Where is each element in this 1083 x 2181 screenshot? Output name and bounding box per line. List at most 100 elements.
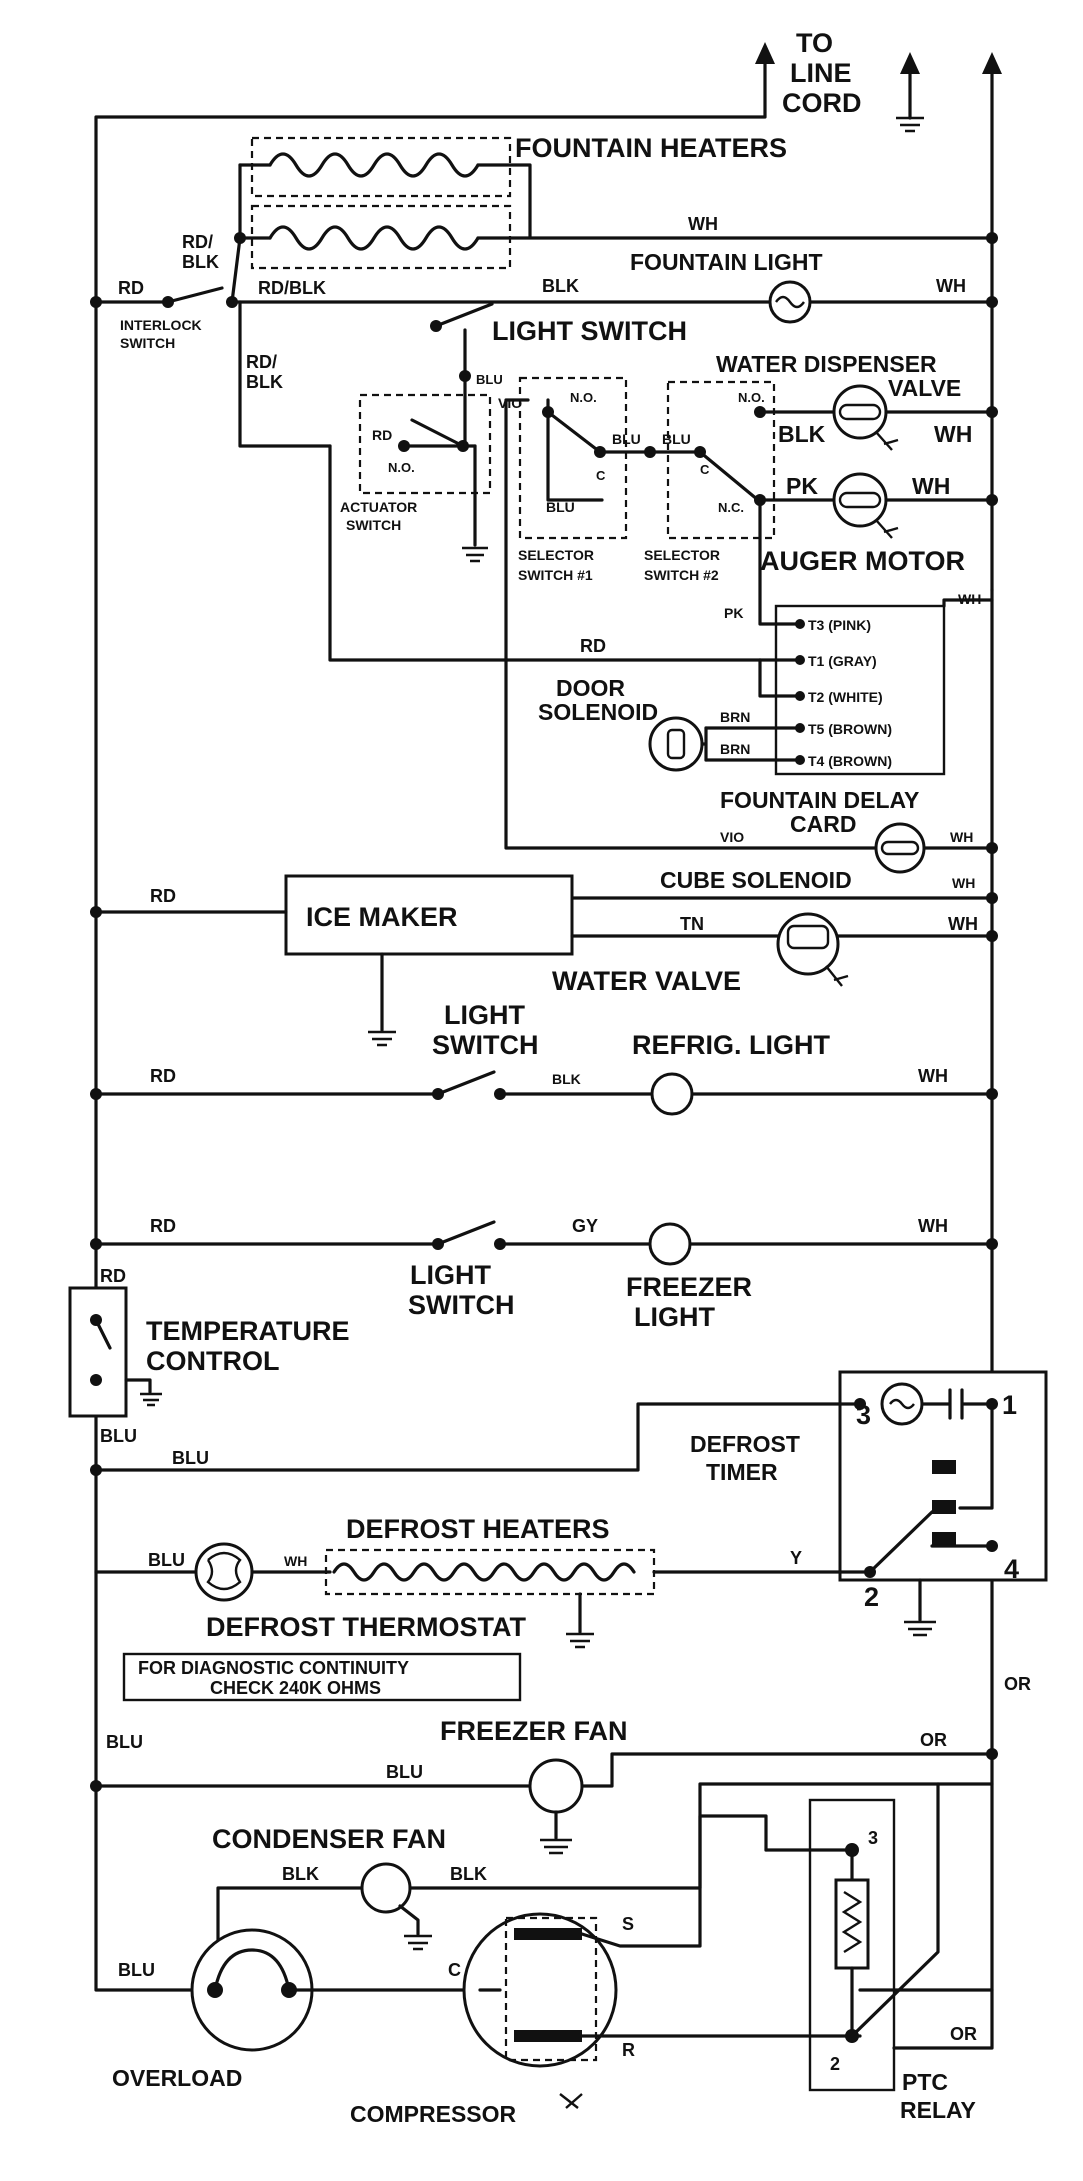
wire-color-rd: RD: [150, 886, 176, 906]
freezer-light-label: LIGHT: [634, 1302, 715, 1332]
fountain-delay-card-label: FOUNTAIN DELAY: [720, 787, 919, 813]
delay-card-terminal: T4 (BROWN): [808, 753, 892, 769]
selector-switch-2-label: SWITCH #2: [644, 567, 719, 583]
wire-color-rd: RD: [580, 636, 606, 656]
freezer-light-label: FREEZER: [626, 1272, 752, 1302]
wire-color-wh: WH: [936, 276, 966, 296]
wire-color-rd-blk: BLK: [182, 252, 219, 272]
freezer-fan-motor: [528, 1758, 584, 1814]
to-line-cord-label: TO: [796, 28, 833, 58]
ptc-relay: [764, 1782, 994, 2092]
contact-no: N.O.: [570, 390, 597, 405]
timer-terminal-1: 1: [1002, 1390, 1017, 1420]
wire-color-wh: WH: [912, 473, 950, 499]
wire-color-pk: PK: [786, 473, 818, 499]
fountain-heaters-label: FOUNTAIN HEATERS: [515, 133, 787, 163]
relay-terminal-3: 3: [868, 1828, 878, 1848]
diagnostic-note: [122, 1652, 522, 1702]
freezer-light-circuit: [94, 1220, 994, 1266]
wire-color-rd: RD: [150, 1216, 176, 1236]
refrig-light-circuit: [94, 1070, 994, 1116]
pk-valve: [758, 472, 994, 539]
defrost-heater-circuit: [94, 1542, 872, 1649]
cube-solenoid: [874, 822, 926, 874]
defrost-timer-label: TIMER: [706, 1459, 778, 1485]
condenser-fan-motor: [360, 1862, 412, 1914]
wire-color-blu: BLU: [100, 1426, 137, 1446]
fountain-heaters: [238, 136, 994, 270]
door-solenoid-label: DOOR: [556, 675, 625, 701]
wire-color-blu: BLU: [386, 1762, 423, 1782]
wire-color-rd-blk: RD/: [246, 352, 277, 372]
fountain-delay-card: [704, 498, 994, 776]
ground-arrow-icon: [900, 52, 920, 74]
wire-color-y: Y: [790, 1548, 802, 1568]
temperature-control-label: TEMPERATURE: [146, 1316, 350, 1346]
line-arrow-icon: [755, 42, 775, 64]
ptc-relay-label: RELAY: [900, 2097, 976, 2123]
ptc-relay-label: PTC: [902, 2069, 948, 2095]
timer-terminal-3: 3: [856, 1400, 871, 1430]
light-switch-label: SWITCH: [432, 1030, 538, 1060]
selector-switch-1-label: SELECTOR: [518, 547, 594, 563]
defrost-heaters-label: DEFROST HEATERS: [346, 1514, 610, 1544]
delay-card-terminal: T3 (PINK): [808, 617, 871, 633]
selector-switch-2: [648, 380, 842, 540]
interlock-switch-label: INTERLOCK: [120, 317, 202, 333]
ice-maker: [94, 874, 780, 1047]
wire-color-pk: PK: [724, 605, 743, 621]
fountain-delay-card-label: CARD: [790, 811, 856, 837]
wire-color-blu: BLU: [118, 1960, 155, 1980]
compressor: [462, 1814, 862, 2109]
overload-label: OVERLOAD: [112, 2065, 242, 2091]
wire-color-wh: WH: [688, 214, 718, 234]
wire-color-blk: BLK: [282, 1864, 319, 1884]
wire-color-rd: RD: [118, 278, 144, 298]
timer-terminal-4: 4: [1004, 1554, 1019, 1584]
wire-color-blu: BLU: [148, 1550, 185, 1570]
actuator-switch-label: SWITCH: [346, 517, 401, 533]
fountain-light-label: FOUNTAIN LIGHT: [630, 249, 823, 275]
door-solenoid-label: SOLENOID: [538, 699, 658, 725]
actuator-switch: [358, 374, 492, 563]
wire-color-vio: VIO: [498, 395, 522, 411]
selector-switch-1-label: SWITCH #1: [518, 567, 593, 583]
wire-color-wh: WH: [948, 914, 978, 934]
auger-motor-label: AUGER MOTOR: [760, 546, 965, 576]
contact-no: N.O.: [388, 460, 415, 475]
wire-color-wh: WH: [952, 875, 975, 891]
delay-card-terminal: T1 (GRAY): [808, 653, 877, 669]
cube-solenoid-label: CUBE SOLENOID: [660, 867, 852, 893]
light-switch-label: LIGHT: [444, 1000, 525, 1030]
wire-color-rd-blk: BLK: [246, 372, 283, 392]
wire-color-blk: BLK: [542, 276, 579, 296]
water-dispenser-valve-label: VALVE: [888, 375, 961, 401]
contact-c: C: [596, 468, 606, 483]
temperature-control: [68, 1286, 162, 1418]
defrost-timer-label: DEFROST: [690, 1431, 800, 1457]
wire-color-wh: WH: [950, 829, 973, 845]
water-valve-label: WATER VALVE: [552, 966, 741, 996]
freezer-fan-circuit: [94, 1752, 994, 1855]
wire-color-rd: RD: [100, 1266, 126, 1286]
wire-color-rd-blk: RD/BLK: [258, 278, 326, 298]
wire-color-wh: WH: [284, 1553, 307, 1569]
compressor-label: COMPRESSOR: [350, 2101, 517, 2127]
compressor-terminal-s: S: [622, 1914, 634, 1934]
wire-color-blu: BLU: [476, 372, 503, 387]
timer-terminal-2: 2: [864, 1582, 879, 1612]
wire-color-blu: BLU: [546, 499, 575, 515]
to-line-cord-label: LINE: [790, 58, 852, 88]
wire-color-wh: WH: [918, 1066, 948, 1086]
wire-color-or: OR: [1004, 1674, 1031, 1694]
selector-switch-2-label: SELECTOR: [644, 547, 720, 563]
water-dispenser-valve: [832, 384, 994, 451]
water-dispenser-valve-label: WATER DISPENSER: [716, 351, 937, 377]
refrig-light-label: REFRIG. LIGHT: [632, 1030, 830, 1060]
contact-nc: N.C.: [718, 500, 744, 515]
wire-color-blk: BLK: [778, 421, 826, 447]
wire-color-blu: BLU: [662, 431, 691, 447]
wire-color-wh: WH: [934, 421, 972, 447]
defrost-timer: [94, 1370, 1048, 1637]
